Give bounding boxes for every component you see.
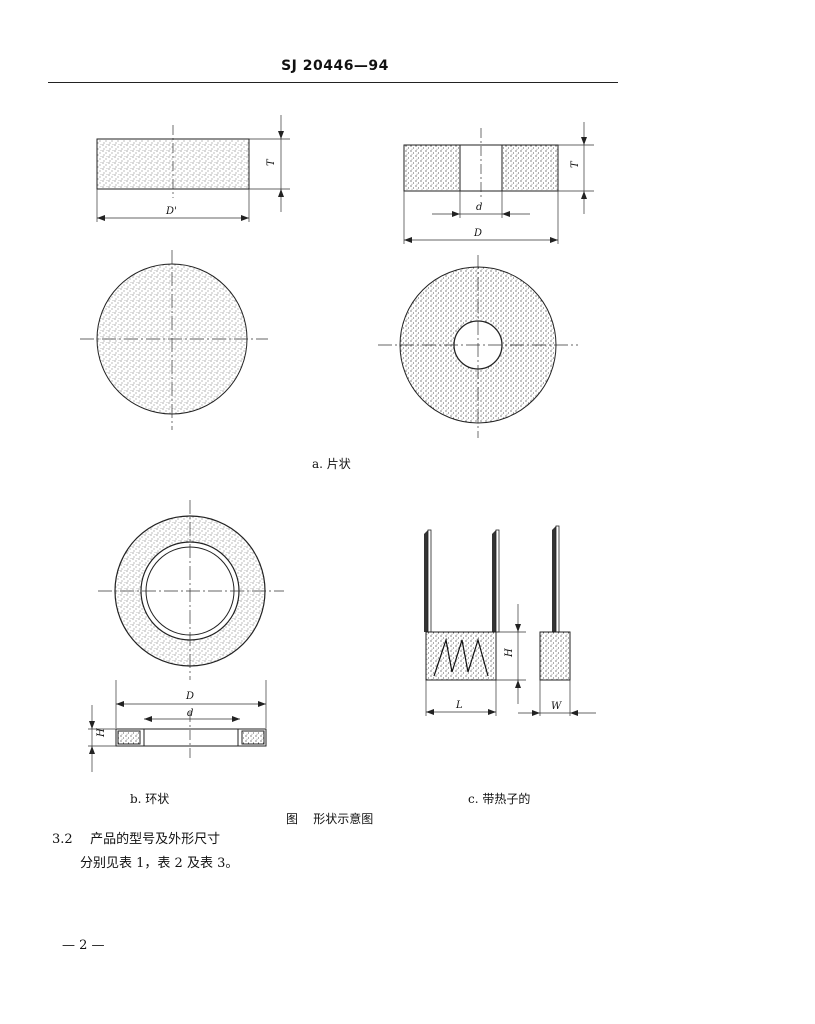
section-number: 3.2 [52,832,73,847]
section-line: 3.2 产品的型号及外形尺寸 [52,828,220,847]
heater-side-view: W [518,525,596,716]
label-T-2: T [570,160,581,168]
caption-b: b. 环状 [130,792,170,806]
label-H-heater: H [504,648,515,658]
label-D-ring: D [185,691,194,702]
ring-side-view: D d H [88,680,267,772]
page-number: — 2 — [62,938,105,953]
label-d: d [476,202,482,213]
label-L: L [455,700,463,711]
disc-plan-view [80,250,268,430]
label-D: D [473,228,482,239]
heater-front-view: H L [424,529,526,716]
document-number: SJ 20446—94 [281,58,389,74]
caption-a: a. 片状 [312,457,351,471]
holed-disc-side-view: T d D [403,122,594,244]
section-body: 分别见表 1，表 2 及表 3。 [80,856,239,871]
header-rule [48,82,618,83]
holed-disc-plan-view [378,255,578,438]
label-D-prime: D' [165,206,177,217]
label-H-ring: H [96,728,107,738]
label-W: W [551,701,562,712]
section-title: 产品的型号及外形尺寸 [90,832,221,847]
caption-c: c. 带热子的 [468,792,531,806]
disc-side-view: T D' [96,115,290,222]
figure-title: 图 形状示意图 [286,812,374,826]
label-T: T [266,158,277,166]
ring-plan-view [98,500,284,680]
